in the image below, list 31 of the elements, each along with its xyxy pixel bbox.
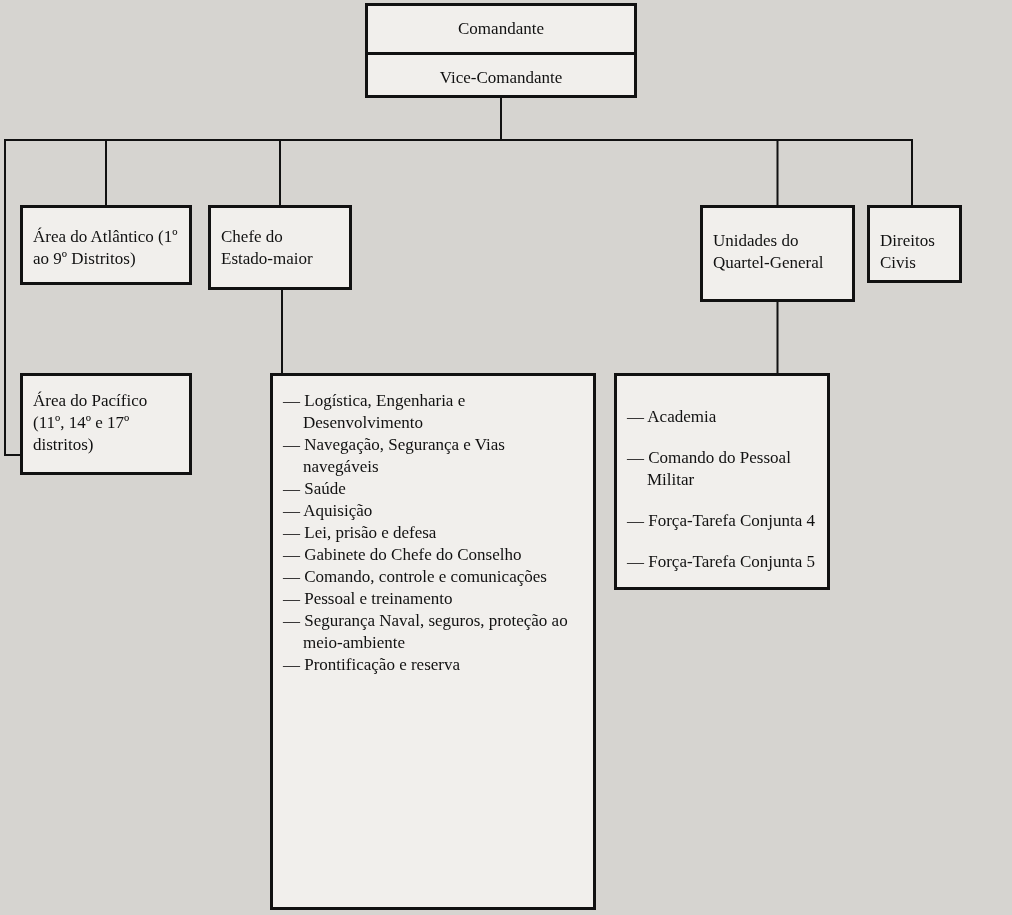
unit-name: Vice-Comandante xyxy=(368,52,634,101)
unit-name: Área do Atlântico (1º ao 9º Distritos) xyxy=(32,226,179,270)
list-item: — Força-Tarefa Conjunta 5 xyxy=(626,551,817,573)
unit-list-box xyxy=(270,373,596,910)
list-item: — Saúde xyxy=(282,478,347,500)
org-unit-box xyxy=(700,205,855,302)
connector-line xyxy=(281,289,283,374)
list-item: — Comando, controle e comunicações xyxy=(282,566,548,588)
list-item: — Aquisição xyxy=(282,500,374,522)
list-item: — Comando do Pessoal Militar xyxy=(626,447,792,491)
list-item: — Gabinete do Chefe do Conselho xyxy=(282,544,523,566)
org-unit-box xyxy=(208,205,352,290)
org-unit-box xyxy=(365,3,637,98)
list-item: — Academia xyxy=(626,406,718,428)
unit-name: Chefe do Estado-maior xyxy=(220,226,314,270)
connector-line xyxy=(776,301,779,374)
unit-name: Área do Pacífico (11º, 14º e 17º distritos) xyxy=(32,390,149,456)
list-item: — Segurança Naval, seguros, proteção ao meio-ambiente xyxy=(282,610,569,654)
list-item: — Pessoal e treinamento xyxy=(282,588,454,610)
list-item: — Prontificação e reserva xyxy=(282,654,461,676)
org-unit-box xyxy=(20,373,192,475)
unit-name: Unidades do Quartel-General xyxy=(712,230,825,274)
unit-name: Direitos Civis xyxy=(879,230,936,274)
list-item: — Navegação, Segurança e Vias navegáveis xyxy=(282,434,506,478)
list-item: — Lei, prisão e defesa xyxy=(282,522,438,544)
org-unit-box xyxy=(867,205,962,283)
org-unit-box xyxy=(20,205,192,285)
unit-name: Comandante xyxy=(457,18,545,40)
unit-list-box xyxy=(614,373,830,590)
list-item: — Força-Tarefa Conjunta 4 xyxy=(626,510,817,532)
list-item: — Logística, Engenharia e Desenvolvimento xyxy=(282,390,467,434)
